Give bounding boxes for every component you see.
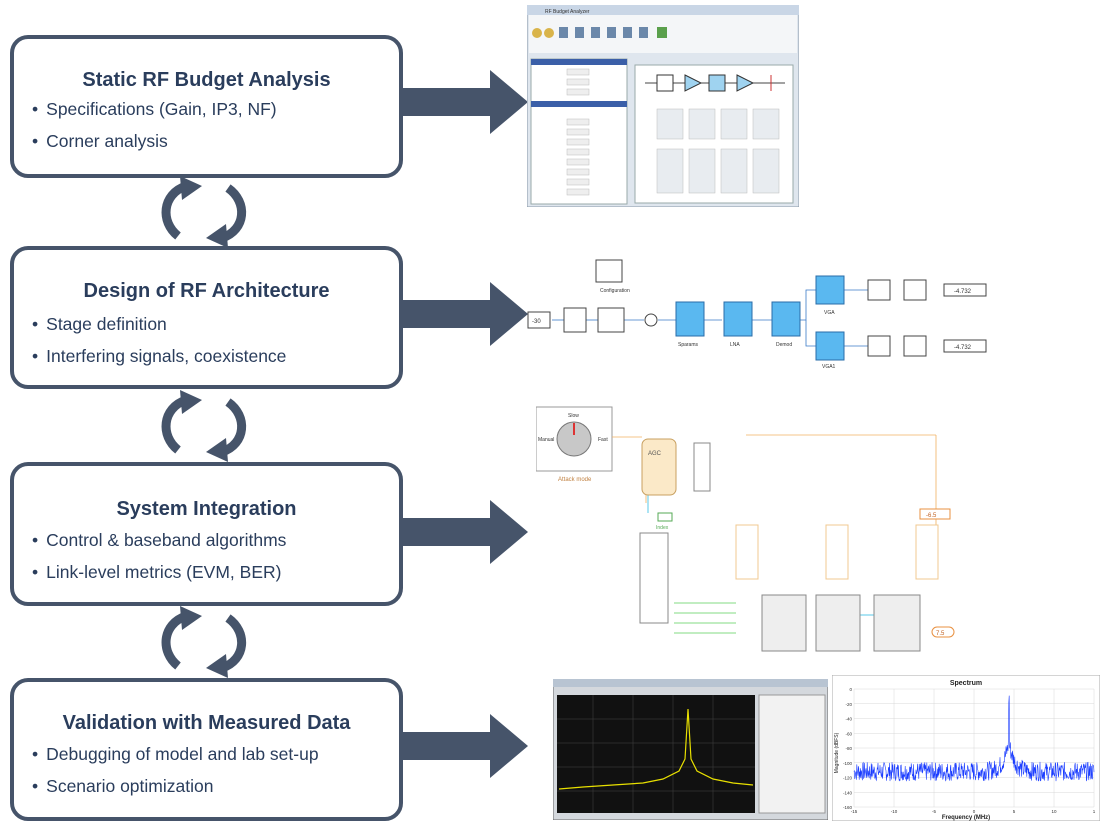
block-label: Demod — [776, 342, 792, 348]
x-tick-label: 5 — [1013, 809, 1016, 814]
stage-title: Static RF Budget Analysis — [82, 69, 331, 91]
bullet-item: Debugging of model and lab set-up — [32, 738, 318, 770]
integration-model-screenshot: Slow Manual Fast Attack mode -6.5 7.5 AG… — [536, 405, 962, 655]
block-label: Index — [656, 525, 669, 531]
bullet-item: Link-level metrics (EVM, BER) — [32, 556, 286, 588]
value-display: -6.5 — [926, 513, 937, 519]
block-label: LNA — [730, 342, 740, 348]
y-tick-label: -140 — [843, 790, 853, 795]
spectrum-xlabel: Frequency (MHz) — [942, 815, 990, 821]
block-label: Sparams — [678, 342, 699, 348]
y-tick-label: -20 — [845, 702, 852, 707]
arrow-right-icon — [402, 70, 528, 134]
y-tick-label: -40 — [845, 717, 852, 722]
y-tick-label: -160 — [843, 805, 853, 810]
cycle-arrows-icon — [161, 176, 247, 248]
spectrum-ylabel: Magnitude (dBFS) — [834, 732, 840, 773]
bullet-list: Specifications (Gain, IP3, NF) Corner an… — [32, 93, 277, 157]
y-tick-label: -120 — [843, 776, 853, 781]
stage-box-budget: Static RF Budget Analysis Specifications… — [10, 35, 403, 178]
x-tick-label: 10 — [1051, 809, 1057, 814]
input-value: -30 — [532, 319, 541, 325]
bullet-list: Control & baseband algorithms Link-level… — [32, 524, 286, 588]
config-label: Configuration — [600, 288, 630, 294]
stage-title: System Integration — [116, 498, 297, 520]
bullet-item: Stage definition — [32, 308, 286, 340]
block-label: VGA1 — [822, 364, 836, 370]
arrow-right-icon — [402, 282, 528, 346]
block-label: VGA — [824, 310, 835, 316]
budget-app-screenshot: RF Budget Analyzer — [527, 5, 799, 207]
x-tick-label: -5 — [932, 809, 936, 814]
y-tick-label: -60 — [845, 731, 852, 736]
scope-screenshot — [553, 679, 828, 820]
knob-label: Fast — [598, 437, 608, 443]
block-label: AGC — [648, 451, 662, 457]
bullet-item: Interfering signals, coexistence — [32, 340, 286, 372]
stage-box-architecture: Design of RF Architecture Stage definiti… — [10, 246, 403, 389]
cycle-arrows-icon — [161, 390, 247, 462]
bullet-item: Control & baseband algorithms — [32, 524, 286, 556]
arrow-right-icon — [402, 500, 528, 564]
architecture-diagram-screenshot: Configuration -30 -4.732 -4.732 Sparams … — [526, 256, 1020, 372]
output-display: -4.732 — [954, 289, 972, 295]
value-display: 7.5 — [936, 631, 945, 637]
y-tick-label: -80 — [845, 746, 852, 751]
x-tick-label: -10 — [891, 809, 898, 814]
x-tick-label: -15 — [851, 809, 858, 814]
x-tick-label: 0 — [973, 809, 976, 814]
knob-label: Slow — [568, 413, 579, 419]
cycle-arrows-icon — [161, 606, 247, 678]
spectrum-title: Spectrum — [950, 680, 982, 687]
spectrum-plot-screenshot: Spectrum Frequency (MHz) Magnitude (dBFS… — [832, 675, 1100, 821]
output-display: -4.732 — [954, 345, 972, 351]
arrow-right-icon — [402, 714, 528, 778]
knob-label: Manual — [538, 437, 554, 443]
block-label: Attack mode — [558, 477, 592, 483]
bullet-item: Specifications (Gain, IP3, NF) — [32, 93, 277, 125]
stage-box-integration: System Integration Control & baseband al… — [10, 462, 403, 606]
stage-box-validation: Validation with Measured Data Debugging … — [10, 678, 403, 821]
y-tick-label: 0 — [849, 687, 852, 692]
spectrum-trace — [853, 695, 1095, 782]
bullet-item: Corner analysis — [32, 125, 277, 157]
bullet-list: Debugging of model and lab set-up Scenar… — [32, 738, 319, 802]
bullet-list: Stage definition Interfering signals, co… — [32, 308, 286, 372]
app-title: RF Budget Analyzer — [545, 9, 590, 15]
x-tick-label: 1 — [1093, 809, 1096, 814]
bullet-item: Scenario optimization — [32, 770, 319, 802]
stage-title: Design of RF Architecture — [83, 280, 330, 302]
y-tick-label: -100 — [843, 761, 853, 766]
stage-title: Validation with Measured Data — [62, 712, 351, 734]
